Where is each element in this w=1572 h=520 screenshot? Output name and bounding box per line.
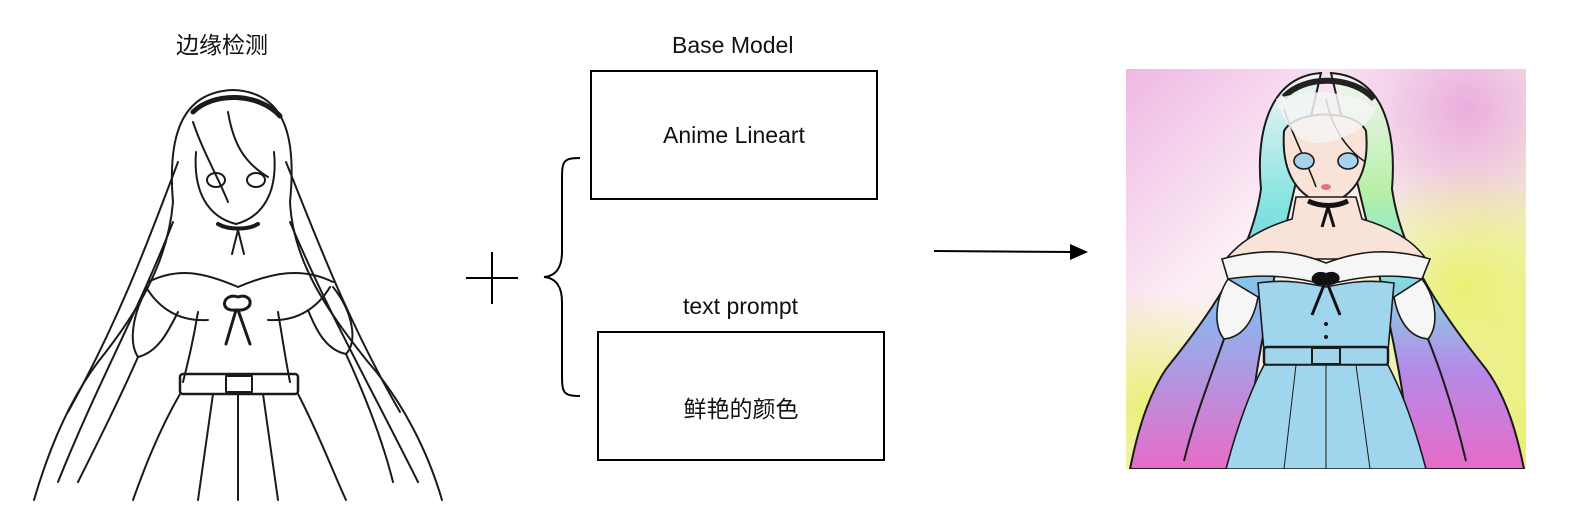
- colored-output-image: [1126, 69, 1526, 469]
- curly-brace-icon: [543, 157, 581, 397]
- plus-icon: [466, 252, 518, 304]
- edge-detection-title: 边缘检测: [176, 32, 268, 58]
- base-model-box: Anime Lineart: [590, 70, 878, 200]
- text-prompt-box: 鲜艳的颜色: [597, 331, 885, 461]
- text-prompt-label: text prompt: [683, 293, 799, 319]
- base-model-value: Anime Lineart: [663, 121, 805, 148]
- lineart-sketch-image: [28, 82, 448, 502]
- text-prompt-value: 鲜艳的颜色: [683, 396, 799, 422]
- base-model-label: Base Model: [672, 32, 794, 58]
- right-arrow-icon: [933, 244, 1088, 260]
